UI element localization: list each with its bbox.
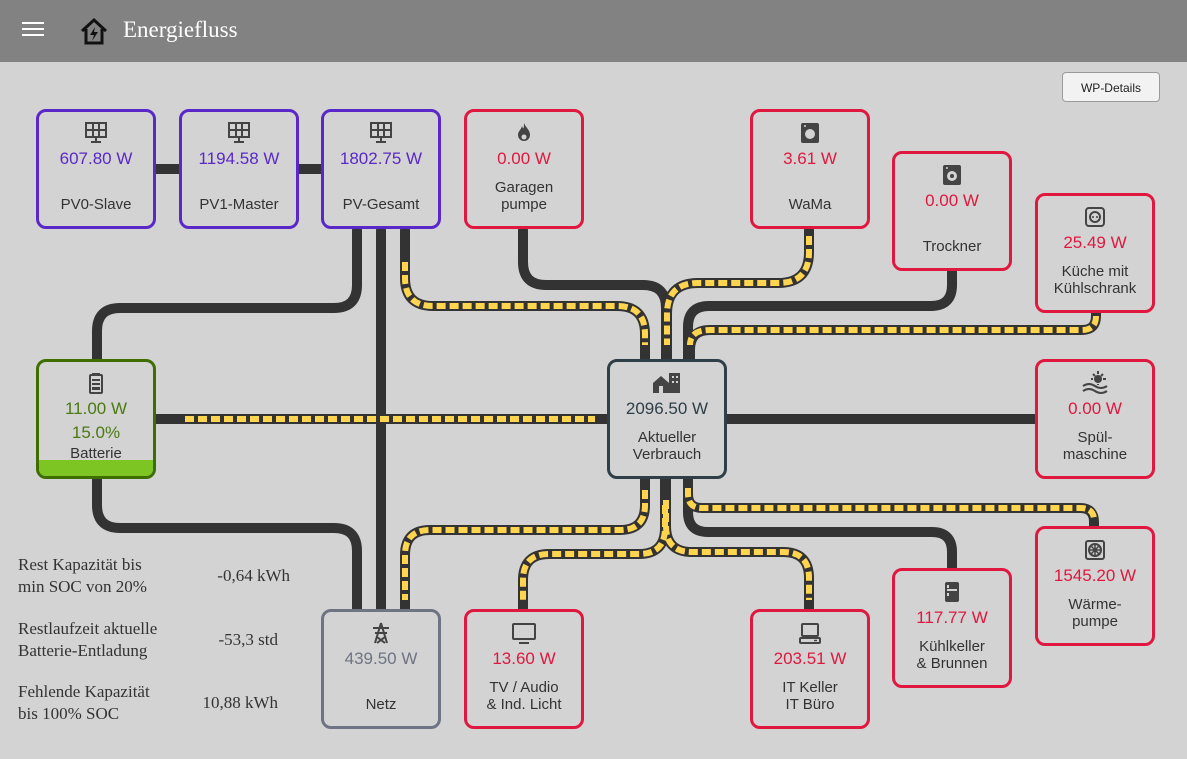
wp-details-button[interactable]: WP-Details xyxy=(1062,72,1160,102)
power-value: 117.77 W xyxy=(916,608,988,627)
tv-audio-card[interactable]: 13.60 W TV / Audio & Ind. Licht xyxy=(464,609,584,729)
node-label: IT Keller IT Büro xyxy=(782,679,838,713)
node-label: Batterie xyxy=(70,445,122,462)
node-label: Kühlkeller & Brunnen xyxy=(916,638,988,672)
waermepumpe-card[interactable]: 1545.20 W Wärme- pumpe xyxy=(1035,526,1155,646)
rest-kapazitaet-label: Rest Kapazität bis min SOC von 20% xyxy=(18,555,147,596)
node-label: PV-Gesamt xyxy=(342,196,420,213)
power-value: 3.61 W xyxy=(783,149,837,168)
pv1-master-card[interactable]: 1194.58 W PV1-Master xyxy=(179,109,299,229)
node-label: Aktueller Verbrauch xyxy=(632,429,702,463)
restlaufzeit-value: -53,3 std xyxy=(218,630,279,649)
node-label: Trockner xyxy=(922,238,982,255)
power-value: 607.80 W xyxy=(59,149,133,168)
power-value: 1545.20 W xyxy=(1053,566,1137,585)
washing-machine-icon xyxy=(801,123,819,143)
node-label: TV / Audio & Ind. Licht xyxy=(486,679,562,713)
pv-gesamt-card[interactable]: 1802.75 W PV-Gesamt xyxy=(321,109,441,229)
power-value: 25.49 W xyxy=(1063,233,1127,252)
power-value: 2096.50 W xyxy=(625,399,709,418)
power-value: 0.00 W xyxy=(497,149,551,168)
garagenpumpe-card[interactable]: 0.00 W Garagen pumpe xyxy=(464,109,584,229)
node-label: Spül- maschine xyxy=(1062,429,1128,463)
pv0-slave-card[interactable]: 607.80 W PV0-Slave xyxy=(36,109,156,229)
power-value: 203.51 W xyxy=(773,649,847,668)
solar-panel-icon xyxy=(370,122,392,143)
node-label: Garagen pumpe xyxy=(494,179,554,213)
television-icon xyxy=(512,623,536,644)
node-label: Netz xyxy=(365,696,397,713)
node-label: PV0-Slave xyxy=(60,196,132,213)
netz-card[interactable]: 439.50 W Netz xyxy=(321,609,441,729)
power-value: 439.50 W xyxy=(344,649,418,668)
it-keller-card[interactable]: 203.51 W IT Keller IT Büro xyxy=(750,609,870,729)
dryer-icon xyxy=(943,165,961,185)
kueche-card[interactable]: 25.49 W Küche mit Kühlschrank xyxy=(1035,193,1155,313)
app-toolbar: Energiefluss xyxy=(0,0,1187,62)
rest-kapazitaet-value: -0,64 kWh xyxy=(217,566,290,585)
heat-pump-icon xyxy=(1085,540,1105,560)
node-label: Küche mit Kühlschrank xyxy=(1053,263,1137,297)
dishwasher-icon xyxy=(1082,371,1108,394)
power-value: 0.00 W xyxy=(925,191,979,210)
menu-icon[interactable] xyxy=(22,22,44,40)
node-label: Wärme- pumpe xyxy=(1068,596,1122,630)
power-value: 11.00 W xyxy=(64,399,128,418)
power-socket-icon xyxy=(1085,207,1105,227)
battery-card[interactable]: 11.00 W 15.0% Batterie xyxy=(36,359,156,479)
transmission-tower-icon xyxy=(373,622,389,644)
power-value: 1194.58 W xyxy=(198,149,280,168)
restlaufzeit-label: Restlaufzeit aktuelle Batterie-Entladung xyxy=(18,619,158,660)
battery-icon xyxy=(89,373,103,394)
fehlende-kapazitaet-label: Fehlende Kapazität bis 100% SOC xyxy=(18,682,150,723)
house-consumption-card[interactable]: 2096.50 W Aktueller Verbrauch xyxy=(607,359,727,479)
spuelmaschine-card[interactable]: 0.00 W Spül- maschine xyxy=(1035,359,1155,479)
fridge-icon xyxy=(945,582,959,602)
home-bolt-icon xyxy=(80,17,108,45)
power-value: 0.00 W xyxy=(1068,399,1122,418)
fire-icon xyxy=(518,123,530,141)
app-title: Energiefluss xyxy=(123,17,238,42)
battery-soc-fill xyxy=(39,460,153,476)
node-label: WaMa xyxy=(788,196,832,213)
node-label: PV1-Master xyxy=(199,196,279,213)
battery-soc: 15.0% xyxy=(71,423,121,442)
wama-card[interactable]: 3.61 W WaMa xyxy=(750,109,870,229)
kuehlkeller-card[interactable]: 117.77 W Kühlkeller & Brunnen xyxy=(892,568,1012,688)
desktop-icon xyxy=(799,623,821,644)
power-value: 13.60 W xyxy=(492,649,556,668)
solar-panel-icon xyxy=(228,122,250,143)
power-value: 1802.75 W xyxy=(339,149,423,168)
trockner-card[interactable]: 0.00 W Trockner xyxy=(892,151,1012,271)
solar-panel-icon xyxy=(85,122,107,143)
home-city-icon xyxy=(653,373,680,393)
fehlende-kapazitaet-value: 10,88 kWh xyxy=(202,693,278,712)
